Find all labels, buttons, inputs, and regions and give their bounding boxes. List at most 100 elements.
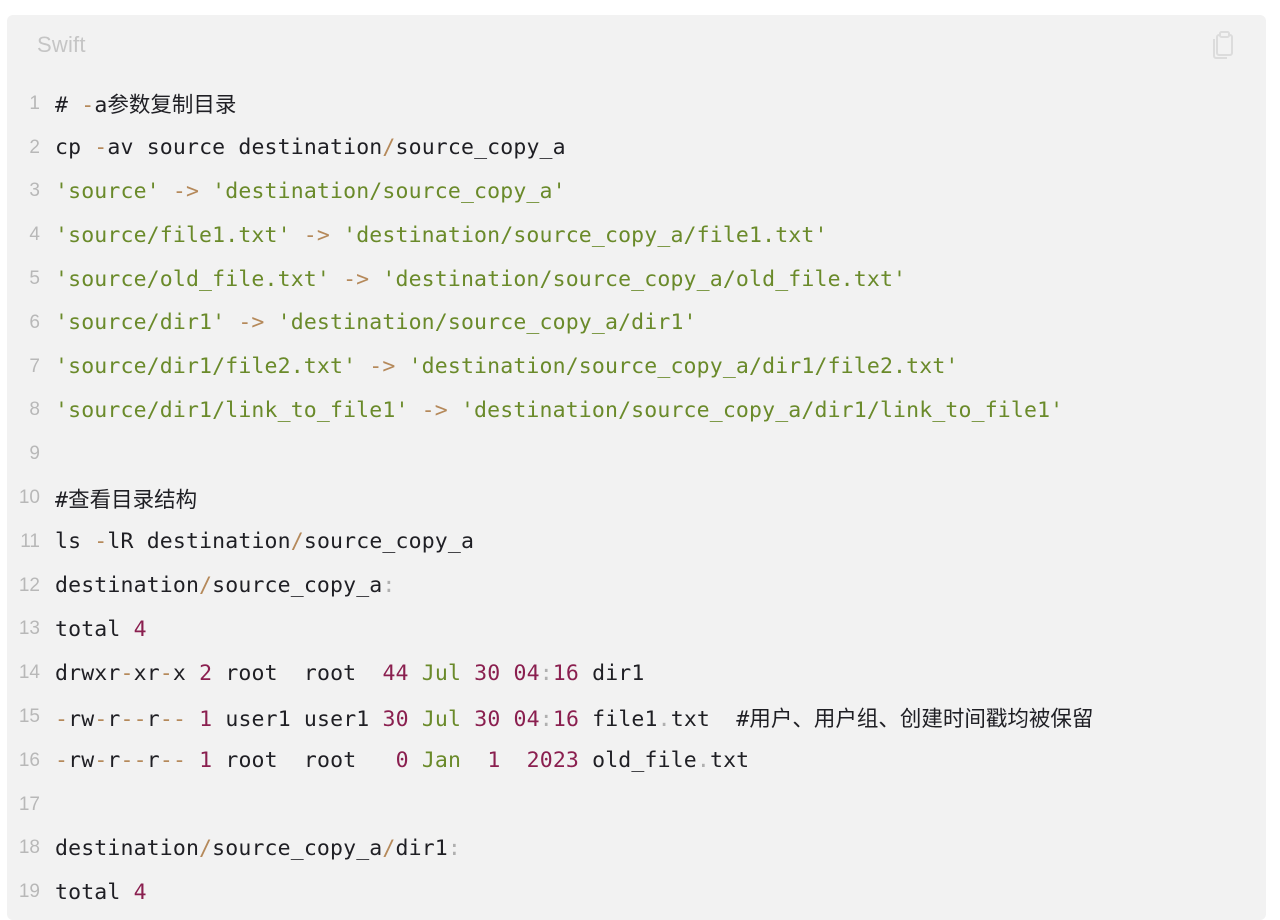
code-token: file1 bbox=[579, 706, 658, 732]
code-token: 04 bbox=[513, 660, 540, 686]
code-line: 4'source/file1.txt' -> 'destination/sour… bbox=[7, 213, 1266, 257]
code-text: 'source/dir1' -> 'destination/source_cop… bbox=[55, 310, 697, 335]
code-token: -- bbox=[120, 748, 147, 774]
code-token: user1 user1 bbox=[212, 706, 383, 732]
line-number: 13 bbox=[18, 618, 40, 640]
code-token: # bbox=[55, 93, 82, 119]
code-token: 1 bbox=[199, 706, 213, 732]
code-token: 44 bbox=[382, 660, 409, 686]
code-token: r bbox=[146, 748, 160, 774]
line-number: 1 bbox=[29, 92, 40, 114]
line-number: 3 bbox=[29, 180, 40, 202]
code-token bbox=[461, 748, 487, 773]
line-number: 12 bbox=[18, 574, 40, 596]
code-token: / bbox=[290, 529, 304, 555]
code-token: -- bbox=[120, 706, 147, 732]
code-token: lR destination bbox=[107, 529, 291, 555]
code-token: dir1 bbox=[579, 660, 645, 686]
code-token: / bbox=[382, 135, 396, 161]
code-token: txt #用户、用户组、创建时间戳均被保留 bbox=[670, 706, 1094, 732]
code-token: av source destination bbox=[107, 135, 383, 161]
code-token: 16 bbox=[552, 660, 579, 686]
code-token bbox=[186, 748, 199, 773]
code-token: 'destination/source_copy_a/dir1/file2.tx… bbox=[408, 354, 959, 380]
code-token: a参数复制目录 bbox=[94, 93, 237, 119]
line-number: 4 bbox=[29, 224, 40, 246]
code-text: destination/source_copy_a: bbox=[55, 573, 396, 598]
code-token: ls bbox=[55, 529, 95, 555]
code-token: destination bbox=[55, 573, 200, 599]
code-token: Jul bbox=[421, 706, 462, 732]
code-token: 30 bbox=[382, 706, 409, 732]
code-line: 9 bbox=[7, 432, 1266, 476]
line-number: 15 bbox=[18, 706, 40, 728]
code-token: 'source' bbox=[55, 178, 160, 204]
code-text: 'source/dir1/link_to_file1' -> 'destinat… bbox=[55, 398, 1063, 423]
code-text: 'source/old_file.txt' -> 'destination/so… bbox=[55, 267, 906, 292]
code-token bbox=[409, 748, 422, 773]
line-number: 19 bbox=[18, 881, 40, 903]
code-token: - bbox=[94, 135, 108, 161]
code-token: source_copy_a bbox=[212, 573, 383, 599]
code-token: / bbox=[199, 835, 213, 861]
code-line: 17 bbox=[7, 783, 1266, 827]
line-number: 14 bbox=[18, 662, 40, 684]
line-number: 11 bbox=[20, 530, 40, 552]
code-token: - bbox=[159, 660, 173, 686]
code-token: -> bbox=[290, 222, 344, 248]
code-token bbox=[461, 661, 474, 686]
code-token: -> bbox=[356, 354, 409, 380]
code-token: 'destination/source_copy_a' bbox=[212, 178, 566, 204]
line-number: 7 bbox=[29, 355, 40, 377]
code-token: -> bbox=[408, 397, 461, 423]
code-line: 13 total 4 bbox=[7, 608, 1266, 652]
code-token: . bbox=[696, 748, 710, 774]
code-token: source_copy_a bbox=[395, 135, 566, 161]
code-token: - bbox=[55, 706, 69, 732]
code-line: 2 cp -av source destination/source_copy_a bbox=[7, 126, 1266, 170]
code-token: rw bbox=[68, 748, 95, 774]
code-text: 'source' -> 'destination/source_copy_a' bbox=[55, 179, 566, 204]
code-token: 1 bbox=[199, 748, 213, 774]
code-token: : bbox=[382, 573, 396, 599]
code-token: 'source/file1.txt' bbox=[55, 222, 291, 248]
code-line: 15-rw-r--r-- 1 user1 user1 30 Jul 30 04:… bbox=[7, 695, 1266, 739]
code-token: 2023 bbox=[526, 748, 580, 774]
code-token: - bbox=[120, 660, 134, 686]
code-token: : bbox=[539, 660, 553, 686]
copy-button[interactable] bbox=[1210, 29, 1238, 61]
code-text: # -a参数复制目录 bbox=[55, 88, 236, 119]
code-token: 4 bbox=[133, 616, 147, 642]
code-token bbox=[500, 707, 513, 732]
code-token: r bbox=[107, 748, 121, 774]
code-token: #查看目录结构 bbox=[55, 487, 198, 513]
code-token: root root bbox=[212, 748, 396, 774]
code-token: -> bbox=[159, 178, 213, 204]
line-number: 6 bbox=[29, 311, 40, 333]
line-number: 5 bbox=[29, 268, 40, 290]
code-token: - bbox=[81, 93, 95, 119]
code-token: / bbox=[382, 835, 396, 861]
line-number: 17 bbox=[18, 793, 40, 815]
code-line: 1 # -a参数复制目录 bbox=[7, 82, 1266, 126]
code-token bbox=[186, 707, 199, 732]
code-token: old_file bbox=[579, 748, 697, 774]
line-number: 18 bbox=[18, 837, 40, 859]
code-token: destination bbox=[55, 835, 200, 861]
code-text: 'source/dir1/file2.txt' -> 'destination/… bbox=[55, 354, 959, 379]
code-text: cp -av source destination/source_copy_a bbox=[55, 135, 566, 160]
code-token: 1 bbox=[487, 748, 501, 774]
code-token: 'destination/source_copy_a/dir1/link_to_… bbox=[460, 397, 1064, 423]
code-token: total bbox=[55, 616, 134, 642]
code-token: 30 bbox=[474, 660, 501, 686]
code-token: root root bbox=[212, 660, 383, 686]
code-token: drwxr bbox=[55, 660, 121, 686]
code-token: source_copy_a bbox=[212, 835, 383, 861]
language-label: Swift bbox=[37, 32, 86, 57]
code-token bbox=[461, 707, 474, 732]
line-number: 2 bbox=[29, 136, 40, 158]
code-token: 16 bbox=[552, 706, 580, 732]
code-text: #查看目录结构 bbox=[55, 483, 197, 514]
